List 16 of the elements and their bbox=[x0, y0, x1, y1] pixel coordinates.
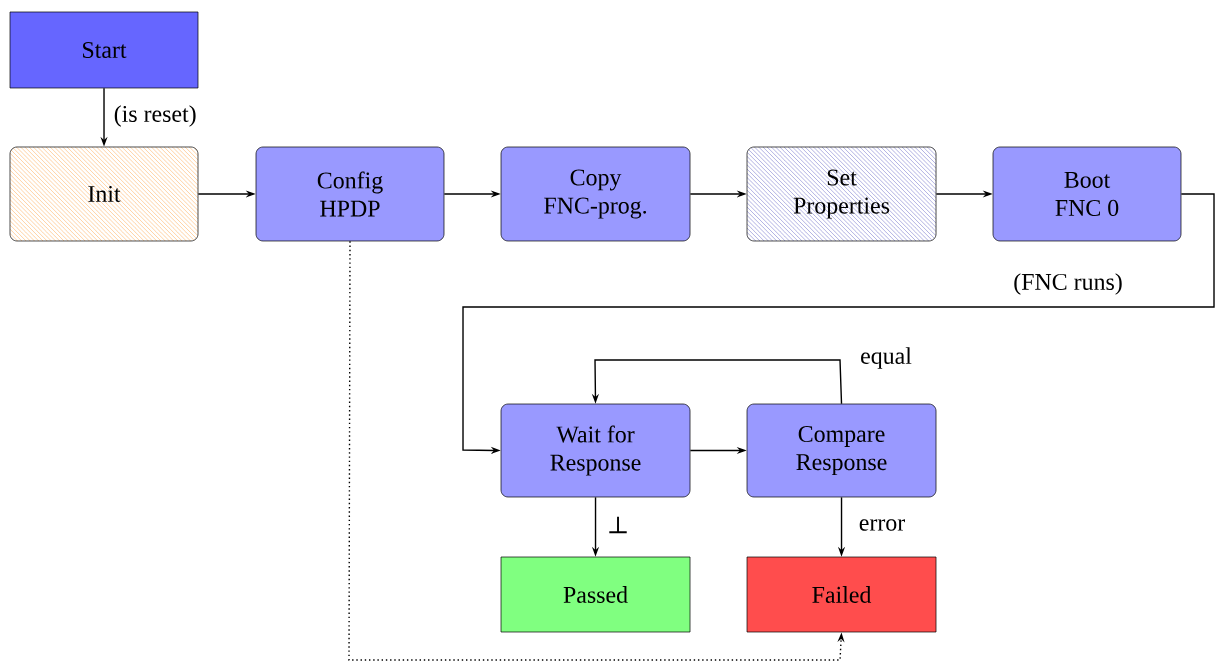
edge-label: ⊥ bbox=[605, 515, 631, 535]
result-box: Passed bbox=[500, 556, 691, 633]
edge-label: error bbox=[857, 517, 907, 533]
edge-label: (is reset) bbox=[112, 103, 199, 129]
process-box: Compare Response bbox=[746, 403, 937, 498]
start-box: Start bbox=[9, 11, 199, 89]
arrow bbox=[462, 193, 1215, 454]
process-box: Init bbox=[9, 146, 199, 242]
result-box: Failed bbox=[746, 556, 937, 633]
edge-label: (FNC runs) bbox=[1011, 271, 1125, 297]
process-box: Copy FNC-prog. bbox=[500, 146, 691, 242]
edge-label: equal bbox=[858, 345, 914, 371]
process-box: Wait for Response bbox=[500, 403, 691, 498]
process-box: Boot FNC 0 bbox=[992, 146, 1182, 242]
process-box: Config HPDP bbox=[255, 146, 445, 242]
process-box: Set Properties bbox=[746, 146, 937, 242]
